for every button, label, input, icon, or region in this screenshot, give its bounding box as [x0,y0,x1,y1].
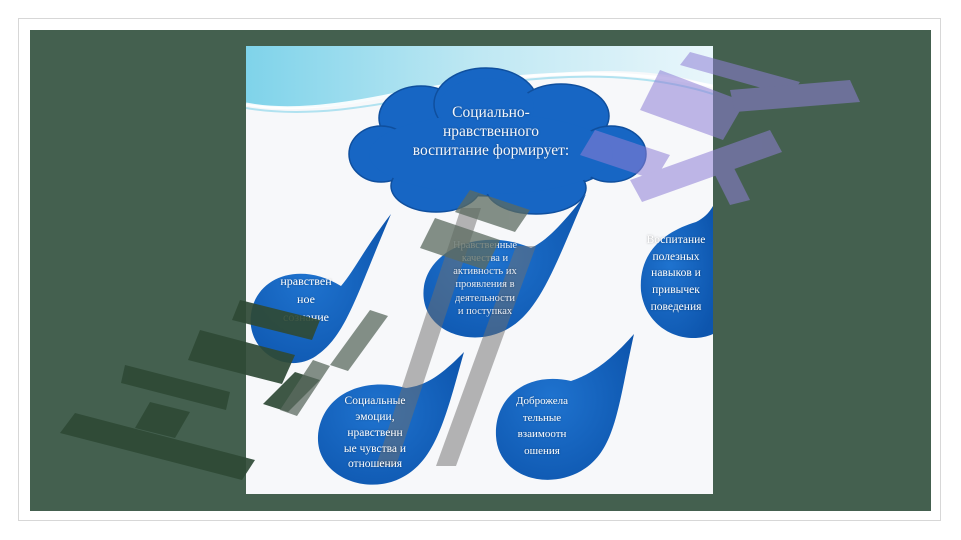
slide: Социально- нравственного воспитание форм… [30,30,931,511]
drop-5-shape [495,334,634,480]
drop-2-label: Нравственные качества и активность их пр… [452,240,518,317]
drop-2-shape [423,194,586,338]
drop-1-label: нравствен ное сознание [280,274,332,324]
cloud-title: Социально- нравственного воспитание форм… [412,104,570,159]
drop-3-shape [640,206,713,339]
drop-5-label: Доброжела тельные взаимоотн ошения [515,395,569,457]
drop-3-label: Воспитание полезных навыков и привычек п… [646,234,706,313]
diagram-image: Социально- нравственного воспитание форм… [246,46,713,494]
drop-4-label: Социальные эмоции, нравственн ые чувства… [343,395,407,471]
drop-4-shape [317,352,464,485]
